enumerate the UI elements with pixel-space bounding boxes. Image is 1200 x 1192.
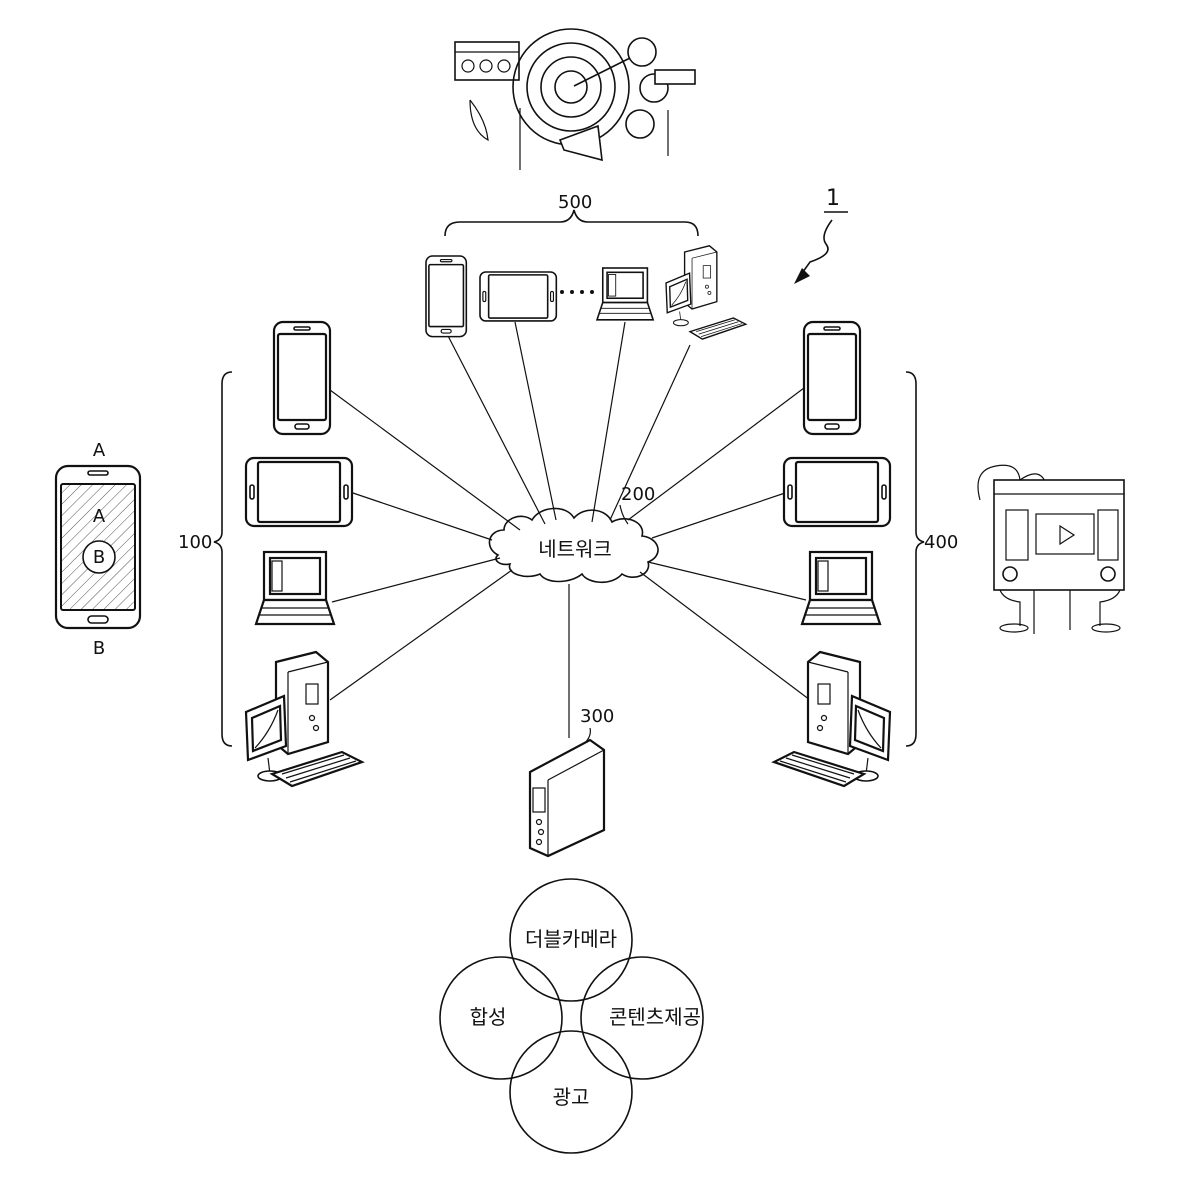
network-cloud: 네트워크 200 <box>489 484 658 582</box>
tablet-device <box>480 272 556 321</box>
desktop-device <box>666 246 717 326</box>
laptop-device <box>256 552 334 624</box>
keyboard-device <box>774 752 864 786</box>
keyboard-device <box>690 318 746 339</box>
tablet-device <box>784 458 890 526</box>
keyboard-device <box>272 752 362 786</box>
system-ref-label: 1 <box>826 186 840 211</box>
phone-top-label: A <box>93 440 106 461</box>
device-group-100: 100 <box>178 322 362 786</box>
system-ref: 1 <box>794 186 848 284</box>
video-conference-illustration <box>978 465 1124 634</box>
network-label: 네트워크 <box>538 537 612 561</box>
group-400-label: 400 <box>924 532 958 553</box>
venn-right-label: 콘텐츠제공 <box>609 1005 701 1029</box>
marketing-illustration <box>455 29 695 170</box>
server-300: 300 <box>530 706 614 856</box>
venn-diagram: 더블카메라 합성 콘텐츠제공 광고 <box>440 879 703 1153</box>
phone-device <box>274 322 330 434</box>
device-group-400: 400 <box>774 322 958 786</box>
phone-device <box>426 256 466 337</box>
tablet-device <box>246 458 352 526</box>
phone-device <box>804 322 860 434</box>
venn-top-label: 더블카메라 <box>525 927 617 951</box>
ellipsis-dots <box>560 290 594 294</box>
phone-bottom-label: B <box>93 638 105 659</box>
group-100-label: 100 <box>178 532 212 553</box>
phone-center-label: A <box>93 506 106 527</box>
phone-ab-illustration: A A B B <box>56 440 140 659</box>
group-500-label: 500 <box>558 192 592 213</box>
server-ref-label: 300 <box>580 706 614 727</box>
laptop-device <box>597 268 653 320</box>
phone-circle-label: B <box>93 547 105 568</box>
device-group-500: 500 <box>426 192 746 339</box>
laptop-device <box>802 552 880 624</box>
venn-left-label: 합성 <box>470 1005 507 1029</box>
network-ref-label: 200 <box>621 484 655 505</box>
venn-bottom-label: 광고 <box>553 1085 590 1109</box>
